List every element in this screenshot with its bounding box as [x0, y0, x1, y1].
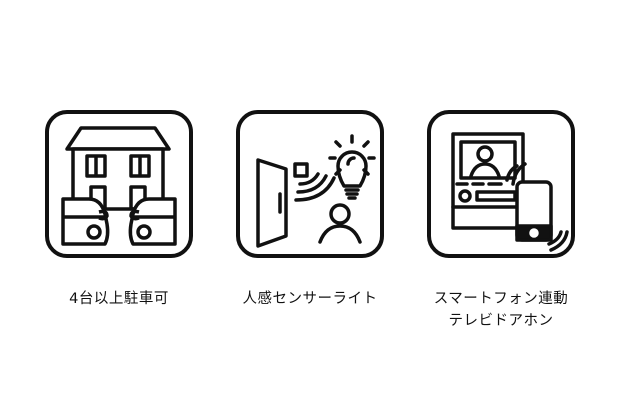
house-with-cars-icon: [45, 110, 193, 258]
feature-label-line2: テレビドアホン: [448, 313, 554, 329]
feature-smartphone-intercom: スマートフォン連動 テレビドアホン: [427, 110, 575, 329]
feature-label: 4台以上駐車可: [69, 291, 169, 307]
motion-sensor-light-icon: [236, 110, 384, 258]
feature-motion-light: 人感センサーライト: [236, 110, 384, 307]
feature-parking: 4台以上駐車可: [45, 110, 193, 307]
feature-label-line1: スマートフォン連動: [433, 291, 569, 307]
feature-label: スマートフォン連動 テレビドアホン: [397, 288, 605, 332]
feature-label: 人感センサーライト: [242, 291, 378, 307]
smartphone-video-intercom-icon: [427, 110, 575, 258]
